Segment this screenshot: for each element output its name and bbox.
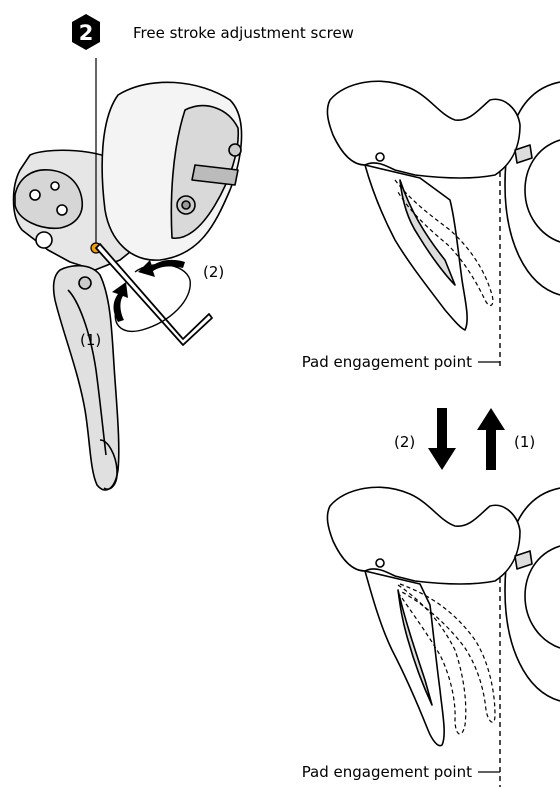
step-header: 2 Free stroke adjustment screw (72, 14, 354, 50)
hood-profile-bottom (327, 487, 520, 584)
rotation-label-2: (2) (203, 263, 224, 281)
arrow-down (428, 408, 456, 470)
pivot-bottom (376, 559, 384, 567)
arrow-label-down: (2) (394, 433, 415, 451)
lever-profile-top (327, 81, 560, 370)
adjustment-direction-arrows: (2) (1) (394, 408, 535, 470)
mechanism-hole-3 (57, 205, 67, 215)
rotation-label-1: (1) (80, 331, 101, 349)
shift-mechanism (15, 170, 82, 228)
pad-engagement-label-top: Pad engagement point (302, 353, 472, 371)
lever-profile-bottom-blade (365, 571, 444, 746)
pad-engagement-label-bottom: Pad engagement point (302, 763, 472, 781)
pivot-bolt (79, 277, 91, 289)
arrow-up (477, 408, 505, 470)
clamp-top (515, 145, 532, 163)
brake-lever-blade (54, 266, 119, 490)
hood-bolt-inner (182, 201, 190, 209)
hood-bolt-small (229, 144, 241, 156)
hood-profile-top (327, 81, 520, 178)
mechanism-hole-2 (51, 182, 59, 190)
step-number: 2 (79, 21, 94, 45)
mechanism-hole-1 (30, 190, 40, 200)
lever-profile-top-blade (365, 165, 467, 330)
arrow-label-up: (1) (514, 433, 535, 451)
lever-profile-bottom (327, 487, 560, 787)
pivot-top (376, 153, 384, 161)
clamp-bottom (515, 551, 532, 569)
mechanism-hole-4 (36, 232, 52, 248)
step-title: Free stroke adjustment screw (133, 24, 354, 42)
